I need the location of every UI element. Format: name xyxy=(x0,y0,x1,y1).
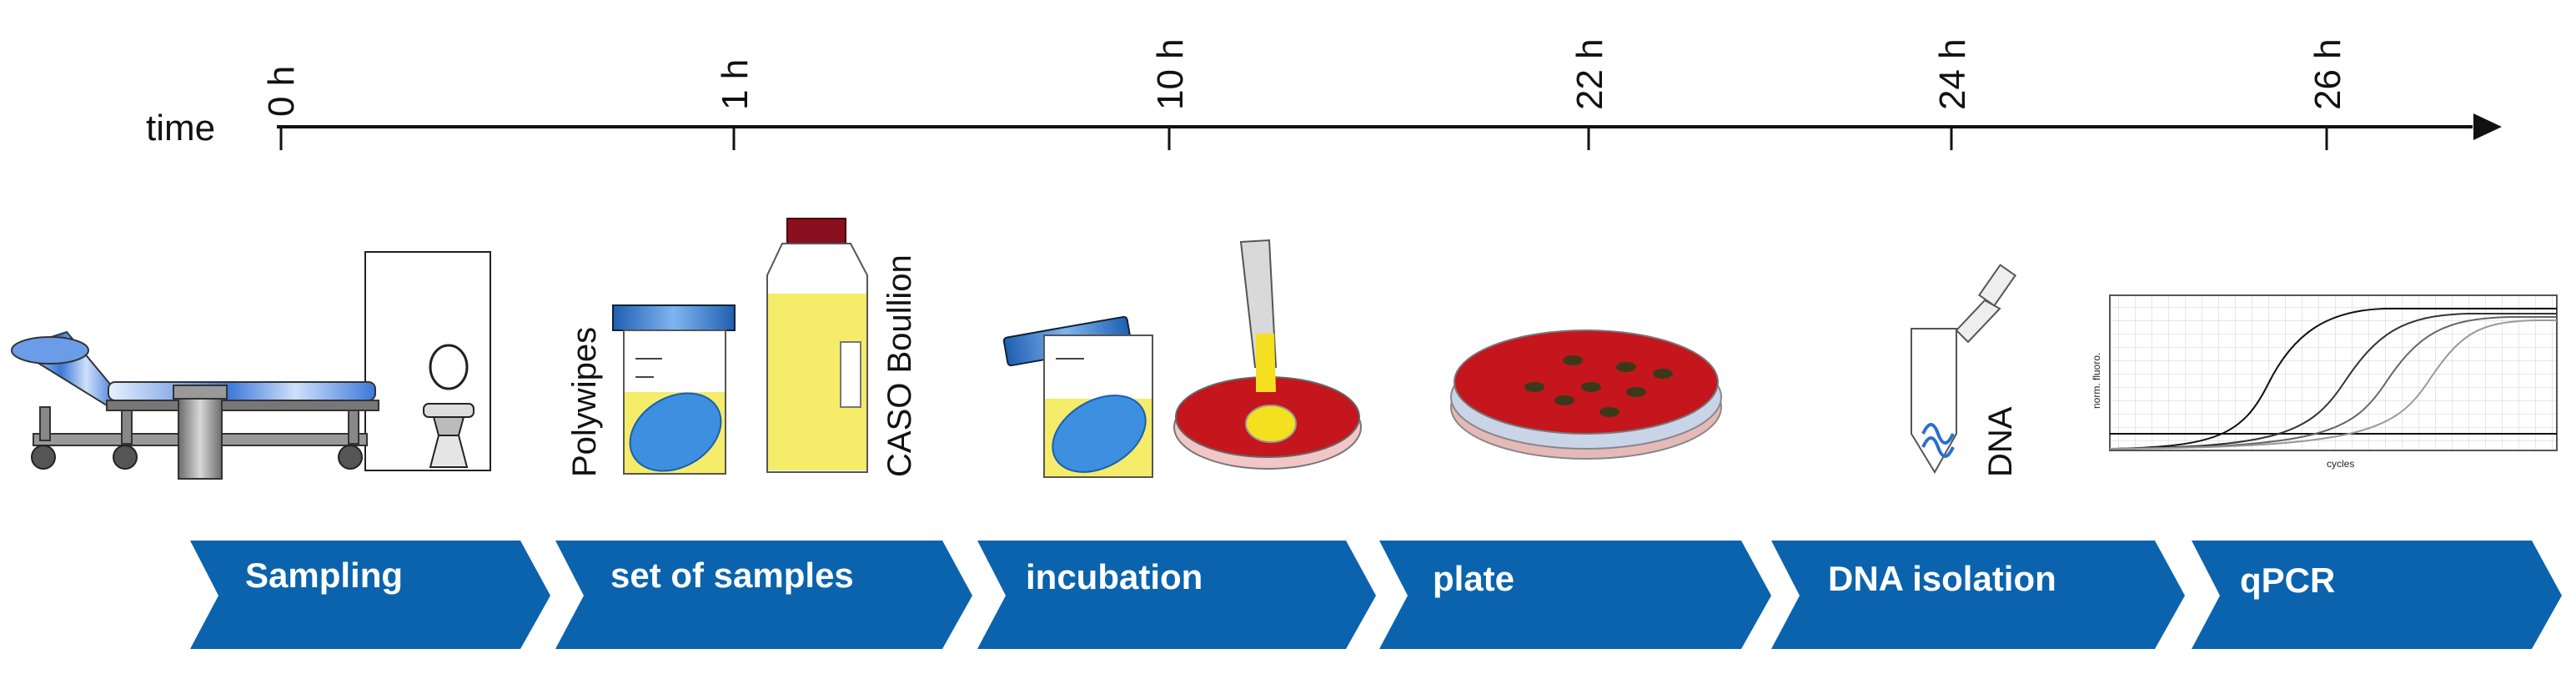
tick-1h: 1 h xyxy=(715,59,756,150)
tick-label-1h: 1 h xyxy=(715,59,756,110)
set-of-samples-illustration: Polywipes CASO Boullion xyxy=(566,218,918,477)
tick-0h: 0 h xyxy=(261,66,302,150)
time-axis-label: time xyxy=(146,108,215,148)
amplification-curve-3 xyxy=(2109,316,2557,450)
tick-label-0h: 0 h xyxy=(261,66,302,117)
polywipes-label: Polywipes xyxy=(566,327,603,477)
tick-label-22h: 22 h xyxy=(1569,38,1610,110)
qpcr-xlabel: cycles xyxy=(2327,458,2354,470)
step-label-sampling: Sampling xyxy=(245,556,403,595)
hospital-bed-icon xyxy=(11,330,379,480)
step-plate: plate xyxy=(1379,541,1771,649)
tick-24h: 24 h xyxy=(1932,38,1973,150)
amplification-curve-2 xyxy=(2109,313,2557,450)
toilet-icon xyxy=(423,344,475,468)
step-qpcr: qPCR xyxy=(2192,541,2562,649)
tick-label-10h: 10 h xyxy=(1150,38,1191,110)
qpcr-ylabel: norm. fluoro. xyxy=(2091,353,2102,409)
amplification-curve-1 xyxy=(2109,308,2557,450)
step-label-qpcr: qPCR xyxy=(2240,561,2335,600)
microtube-icon xyxy=(1911,328,1957,474)
step-label-dna-isolation: DNA isolation xyxy=(1828,559,2056,598)
hospital-room-illustration xyxy=(11,251,491,480)
tick-10h: 10 h xyxy=(1150,38,1191,150)
step-dna-isolation: DNA isolation xyxy=(1771,541,2185,649)
dna-tube-illustration: DNA xyxy=(1911,264,2019,477)
amplification-curve-4 xyxy=(2109,319,2557,450)
incubation-illustration xyxy=(1002,239,1362,478)
tick-22h: 22 h xyxy=(1569,38,1610,150)
broth-bottle-icon xyxy=(766,218,868,473)
caso-boullion-label: CASO Boullion xyxy=(881,254,918,477)
step-label-incubation: incubation xyxy=(1026,557,1203,596)
dna-strand-icon xyxy=(1921,423,1955,445)
step-incubation: incubation xyxy=(977,541,1376,649)
tick-26h: 26 h xyxy=(2307,38,2348,150)
bacterial-colonies xyxy=(1524,355,1673,417)
step-set-of-samples: set of samples xyxy=(555,541,972,649)
timeline-arrowhead xyxy=(2473,113,2502,140)
tick-label-26h: 26 h xyxy=(2307,38,2348,110)
cubicle-outline xyxy=(364,251,491,471)
qpcr-curve-plot: norm. fluoro. cycles xyxy=(2091,294,2558,470)
petri-dish-spatula-icon xyxy=(1173,239,1362,470)
tick-label-24h: 24 h xyxy=(1932,38,1973,110)
agar-plate-illustration xyxy=(1450,329,1722,460)
step-label-plate: plate xyxy=(1433,559,1514,598)
step-label-set-of-samples: set of samples xyxy=(610,556,854,595)
step-chevrons: Sampling set of samples incubation plate… xyxy=(190,541,2562,649)
sample-cup-icon xyxy=(612,304,736,475)
timeline: time 0 h 1 h 10 h 22 h 24 h 26 h xyxy=(146,38,2502,150)
sample-cup-incubation-icon xyxy=(1002,315,1153,478)
step-sampling: Sampling xyxy=(190,541,550,649)
dna-label: DNA xyxy=(1982,406,2019,477)
